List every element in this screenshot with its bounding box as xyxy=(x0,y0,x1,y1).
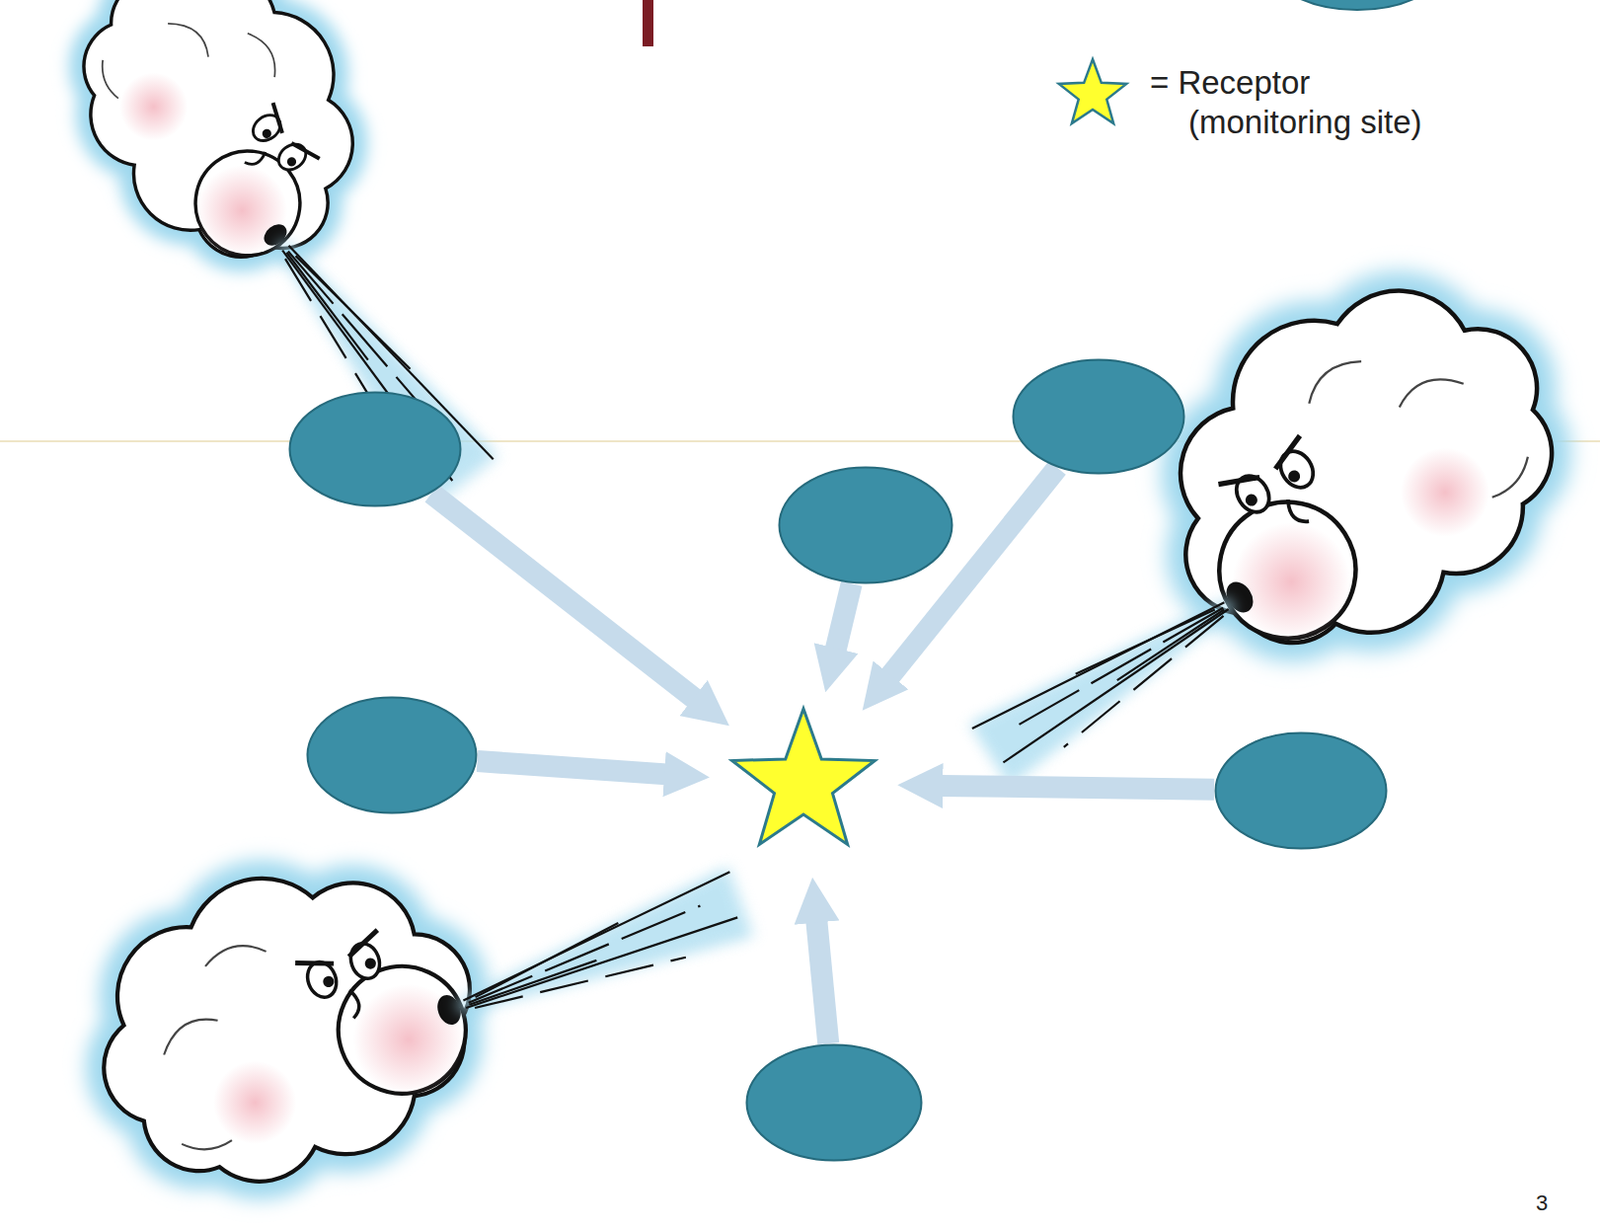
source-ellipse xyxy=(745,1043,923,1162)
receptor-star xyxy=(709,689,898,878)
wind-cloud xyxy=(31,0,591,534)
source-ellipse xyxy=(288,390,462,508)
wind-arrow xyxy=(431,493,695,700)
wind-arrow xyxy=(940,785,1215,790)
source-ellipse xyxy=(1214,731,1388,850)
ellipse-outline xyxy=(1011,358,1186,475)
ellipse-outline xyxy=(288,390,462,508)
star-outline xyxy=(709,689,898,878)
wind-arrow xyxy=(835,583,851,651)
legend-text: = Receptor (monitoring site) xyxy=(1149,63,1455,143)
source-ellipse xyxy=(777,465,954,585)
wind-arrow xyxy=(477,761,668,774)
legend-entry: = Receptor (monitoring site) xyxy=(1055,55,1455,143)
wind-cloud xyxy=(879,223,1600,851)
ellipse-outline xyxy=(305,695,478,815)
page-number: 3 xyxy=(1535,1190,1548,1217)
ellipse-outline xyxy=(1214,731,1388,850)
legend: = Receptor (monitoring site) xyxy=(1055,55,1455,143)
wind-arrow xyxy=(816,919,829,1044)
ellipse-outline xyxy=(777,465,954,585)
source-ellipse xyxy=(305,695,478,815)
ellipse-outline xyxy=(745,1043,923,1162)
legend-ellipse-fragment xyxy=(1270,0,1445,10)
source-ellipse xyxy=(1011,358,1186,475)
legend-star xyxy=(1055,55,1131,131)
title-fragment xyxy=(642,0,654,47)
